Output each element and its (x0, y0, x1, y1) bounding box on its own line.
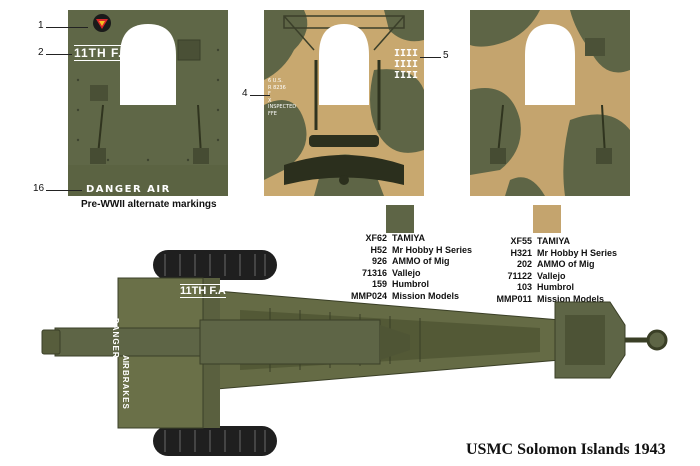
tally-marks: IIII IIII IIII (394, 48, 419, 81)
stencil-line: FFE (268, 110, 277, 117)
shield-panel-camo-drawing (264, 10, 424, 196)
top-shield-unit-marking: 11TH F.A (180, 284, 226, 298)
shield-panel-pre-war-drawing (68, 24, 228, 196)
page-title: USMC Solomon Islands 1943 (466, 441, 666, 458)
stencil-line: 6 U.S. (268, 78, 283, 84)
swatch-olive-drab (386, 205, 414, 233)
swatch-sand (533, 205, 561, 233)
callout-16-leader (46, 190, 82, 191)
top-shield-air: AIR (121, 355, 130, 369)
shield-panel-camo-stencilled: 6 U.S. R 8236 F X INSPECTED FFE IIII III… (264, 10, 424, 196)
callout-2: 2 (38, 47, 44, 58)
callout-5: 5 (443, 50, 449, 61)
callout-1: 1 (38, 20, 44, 31)
callout-16: 16 (33, 183, 45, 194)
stencil-block: 6 U.S. R 8236 F X INSPECTED FFE (268, 78, 300, 117)
stencil-line: INSPECTED (268, 104, 297, 110)
triangle-insignia-icon (93, 14, 111, 32)
stencil-line: X (268, 97, 272, 104)
callout-4-leader (250, 95, 270, 96)
callout-2-leader (46, 54, 72, 55)
stencil-line: R 8236 (268, 84, 286, 91)
shield-panel-camo-plain (470, 10, 630, 196)
howitzer-top-view (41, 250, 668, 456)
callout-4: 4 (242, 88, 248, 99)
pre-war-caption: Pre-WWII alternate markings (81, 199, 217, 210)
danger-air-brakes-marking: DANGER AIR BRAKES (86, 184, 171, 196)
top-shield-brakes: BRAKES (121, 370, 130, 410)
top-shield-danger: DANGER (111, 318, 120, 359)
unit-marking: 11TH F.A (74, 45, 133, 61)
shield-panel-pre-war: 11TH F.A DANGER AIR BRAKES (68, 10, 228, 196)
callout-5-leader (420, 57, 441, 58)
callout-1-leader (46, 27, 88, 28)
stencil-line: F (268, 91, 271, 97)
shield-panel-camo-plain-drawing (470, 10, 630, 196)
